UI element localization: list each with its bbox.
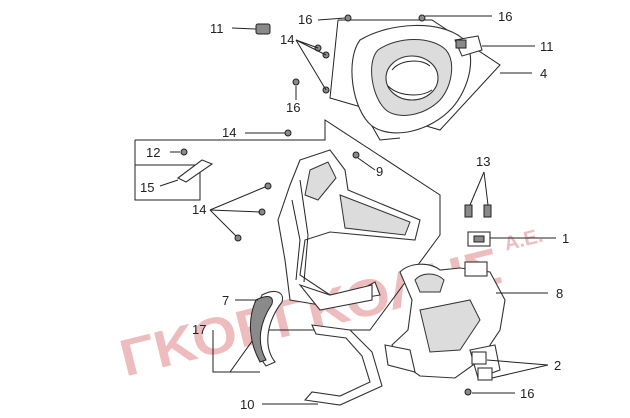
screws bbox=[180, 14, 472, 396]
callout-16-topright: 16 bbox=[498, 9, 512, 24]
callout-12: 12 bbox=[146, 145, 160, 160]
callout-13: 13 bbox=[476, 154, 490, 169]
callout-14-left: 14 bbox=[192, 202, 206, 217]
callout-16-left: 16 bbox=[286, 100, 300, 115]
lower-shroud-part-9 bbox=[277, 149, 421, 311]
bracket-part-1 bbox=[467, 231, 491, 247]
callout-4: 4 bbox=[540, 66, 547, 81]
leader-lines bbox=[159, 15, 556, 405]
gasket-part-10 bbox=[303, 324, 383, 406]
callout-16-bottom: 16 bbox=[520, 386, 534, 401]
callout-10: 10 bbox=[240, 397, 254, 412]
bracket-left-box bbox=[134, 140, 201, 201]
fan-shroud-part-4 bbox=[351, 24, 483, 141]
callout-16-top: 16 bbox=[298, 12, 312, 27]
bracket-17 bbox=[212, 330, 260, 373]
callout-17: 17 bbox=[192, 322, 206, 337]
callout-2: 2 bbox=[554, 358, 561, 373]
callout-8: 8 bbox=[556, 286, 563, 301]
strip-part-15 bbox=[176, 159, 214, 183]
bolts-part-13 bbox=[464, 204, 492, 218]
callout-labels: 11 16 14 16 11 4 16 14 12 9 13 15 14 1 8… bbox=[140, 9, 569, 412]
callout-15: 15 bbox=[140, 180, 154, 195]
callout-9: 9 bbox=[376, 164, 383, 179]
watermark-suffix: Α.Ε. bbox=[502, 225, 545, 256]
crankcase-cover-part-8 bbox=[384, 261, 506, 379]
callout-11-right: 11 bbox=[540, 39, 554, 54]
grommets-part-11 bbox=[255, 23, 271, 35]
callout-1: 1 bbox=[562, 231, 569, 246]
clips-part-2 bbox=[471, 351, 493, 381]
seal-part-7 bbox=[249, 290, 284, 367]
callout-7: 7 bbox=[222, 293, 229, 308]
callout-11-left: 11 bbox=[210, 21, 224, 36]
callout-14-mid: 14 bbox=[222, 125, 236, 140]
callout-14-top: 14 bbox=[280, 32, 294, 47]
bracket-4-box bbox=[329, 19, 501, 131]
